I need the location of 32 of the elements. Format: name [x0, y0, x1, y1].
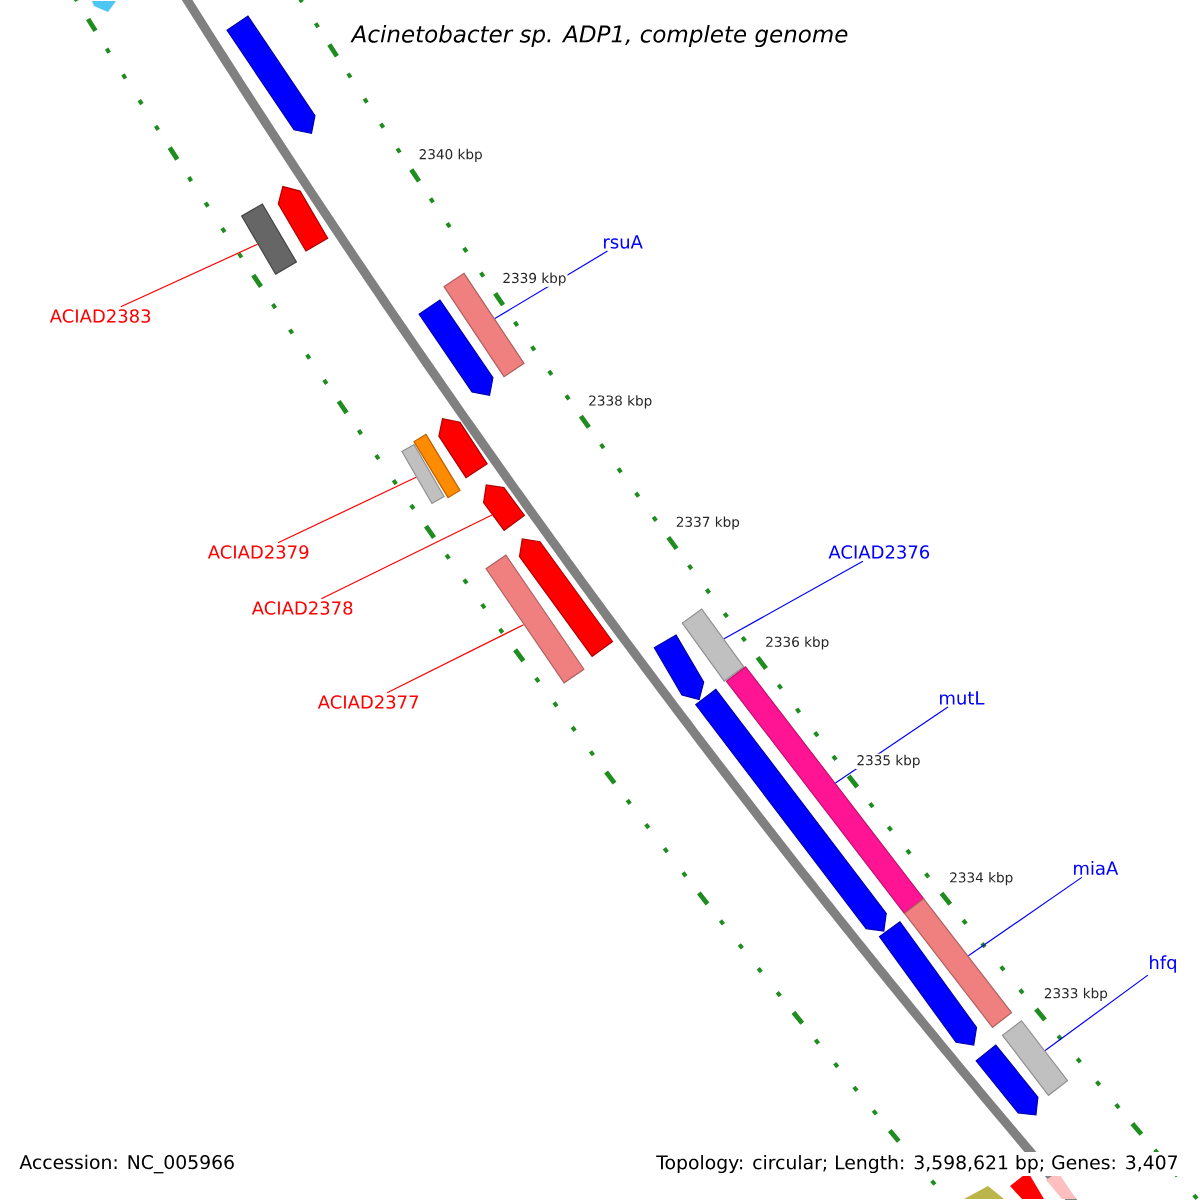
gene-feature [485, 554, 585, 684]
gene-feature [878, 920, 978, 1046]
gene-label: ACIAD2383 [49, 309, 151, 323]
gene-feature [694, 688, 887, 932]
leader-line [1044, 974, 1149, 1052]
gene-feature [653, 634, 705, 701]
gene-label: ACIAD2379 [207, 545, 309, 559]
gene-label: hfq [1150, 955, 1176, 973]
gene-feature [226, 15, 316, 134]
leader-line [723, 560, 864, 640]
gene-feature [518, 538, 614, 658]
gene-feature [438, 418, 488, 479]
leader-line [277, 476, 417, 544]
gene-label: rsuA [604, 235, 643, 249]
genome-info-text: Topology: circular; Length: 3,598,621 bp; Genes: 3,407 [653, 1151, 1182, 1177]
gene-label: miaA [1074, 861, 1119, 875]
gene-label: ACIAD2377 [317, 695, 419, 709]
gene-feature [418, 299, 494, 396]
gene-feature [975, 1044, 1039, 1116]
gene-feature [413, 433, 461, 499]
leader-line [320, 514, 493, 600]
accession-text: Accession: NC_005966 [16, 1151, 239, 1177]
gene-feature [681, 608, 745, 682]
leader-line [120, 243, 259, 308]
gene-label: ACIAD2376 [828, 545, 930, 559]
leader-line [967, 876, 1083, 957]
gene-label: mutL [940, 691, 985, 705]
title: Acinetobacter sp. ADP1, complete genome [347, 20, 853, 52]
gene-feature [401, 443, 445, 505]
gene-feature [482, 484, 526, 532]
leader-line [386, 624, 525, 694]
gene-label: ACIAD2378 [251, 601, 353, 615]
